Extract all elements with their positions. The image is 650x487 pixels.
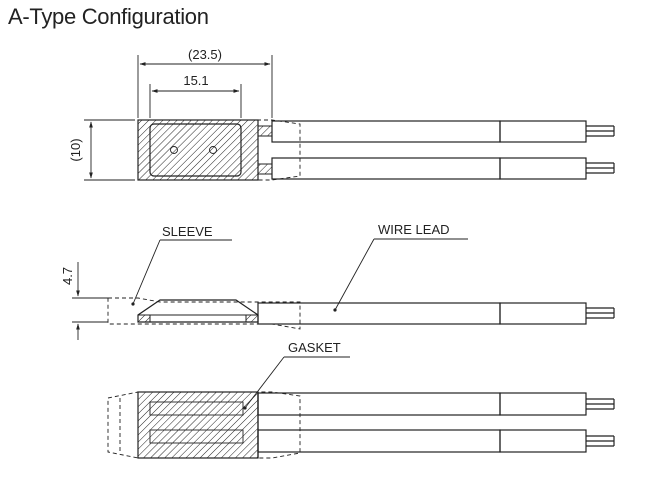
width-label: (10) xyxy=(68,138,83,161)
body-length-label: 15.1 xyxy=(183,73,208,88)
sleeve-label: SLEEVE xyxy=(162,224,213,239)
dimension-overall-length: (23.5) xyxy=(137,47,273,118)
gasket-label: GASKET xyxy=(288,340,341,355)
overall-length-label: (23.5) xyxy=(188,47,222,62)
dimension-height: 4.7 xyxy=(60,262,108,340)
sleeve-callout: SLEEVE xyxy=(131,224,232,306)
mounting-hole-icon xyxy=(170,146,178,154)
gasket-callout: GASKET xyxy=(243,340,350,410)
side-view: SLEEVE WIRE LEAD 4.7 xyxy=(60,222,615,340)
bottom-view: GASKET xyxy=(107,340,615,459)
wire-leads-top xyxy=(271,120,615,180)
top-view: (23.5) 15.1 (10) xyxy=(68,47,615,181)
page-title: A-Type Configuration xyxy=(8,4,209,29)
dimension-width: (10) xyxy=(68,119,135,181)
dimension-body-length: 15.1 xyxy=(149,73,242,118)
wire-lead-label: WIRE LEAD xyxy=(378,222,450,237)
mounting-hole-icon xyxy=(209,146,217,154)
height-label: 4.7 xyxy=(60,267,75,285)
wire-leads-bottom xyxy=(257,392,615,453)
wire-lead-callout: WIRE LEAD xyxy=(333,222,468,312)
